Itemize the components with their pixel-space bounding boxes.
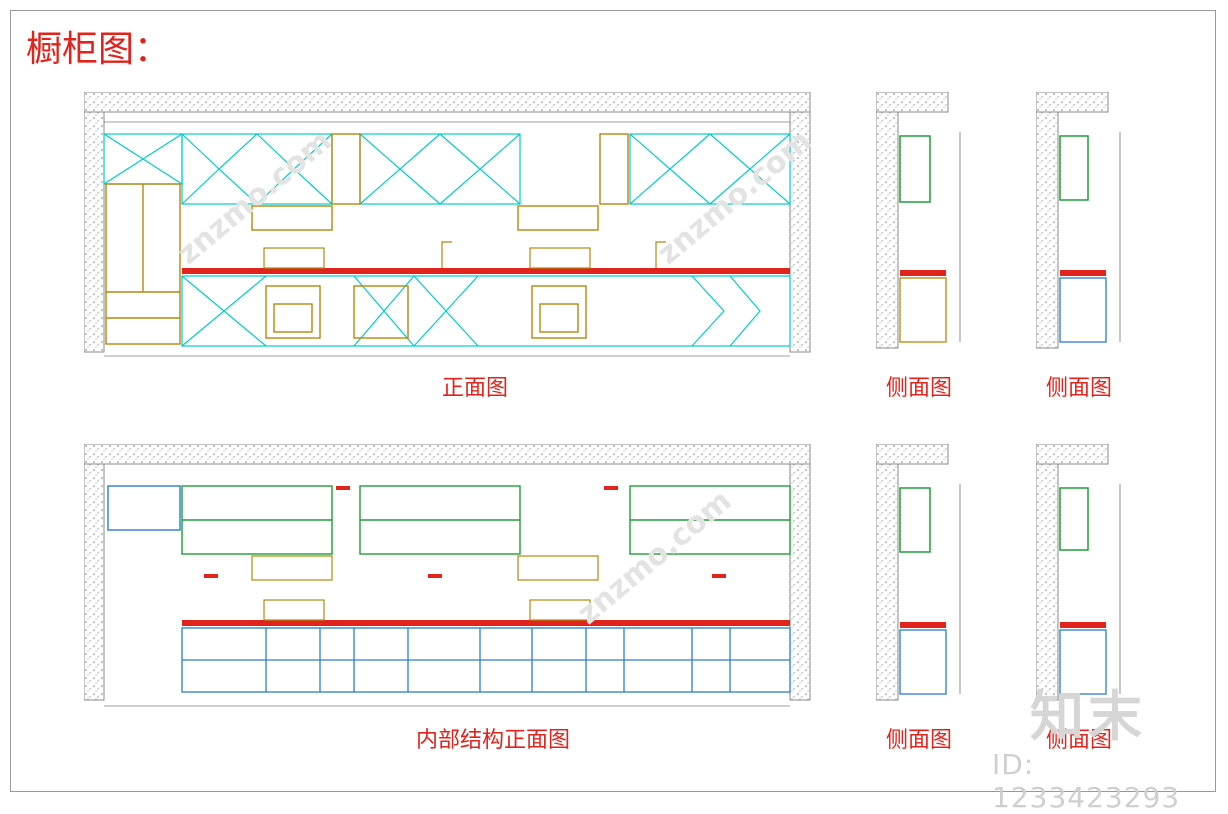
- side-view-3: [876, 444, 961, 701]
- front-elevation: [84, 92, 811, 357]
- refrigerator: [105, 183, 181, 345]
- upper-interior: [181, 485, 791, 555]
- internal-elevation: [84, 444, 811, 707]
- caption-front: 正面图: [442, 376, 509, 401]
- upper-cabinets: [103, 133, 791, 205]
- caption-side-2: 侧面图: [1046, 376, 1113, 401]
- brand-logo: 知末: [1030, 685, 1146, 748]
- caption-side-1: 侧面图: [886, 376, 953, 401]
- range-hoods: [251, 133, 629, 231]
- base-interior: [181, 627, 791, 693]
- ceiling-wall: [84, 92, 811, 113]
- image-id: ID: 1233423293: [992, 748, 1181, 814]
- base-cabinets: [181, 275, 791, 347]
- page-title: 橱柜图：: [26, 29, 171, 70]
- cooktops: [263, 241, 666, 269]
- right-wall: [789, 111, 811, 353]
- side-view-1: [876, 92, 961, 349]
- countertop: [182, 268, 790, 274]
- side-view-2: [1036, 92, 1121, 349]
- side-view-4: [1036, 444, 1121, 701]
- ovens: [265, 285, 587, 339]
- caption-side-4: 侧面图: [1046, 728, 1113, 753]
- caption-side-3: 侧面图: [886, 728, 953, 753]
- caption-internal: 内部结构正面图: [416, 728, 571, 753]
- drawing-frame: [10, 10, 1216, 792]
- left-wall: [84, 111, 105, 353]
